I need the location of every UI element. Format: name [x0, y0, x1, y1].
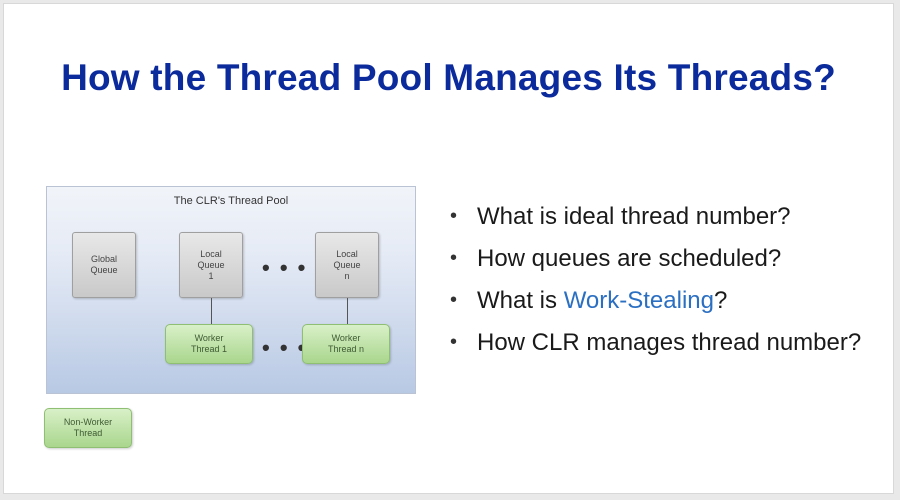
connector-line-n	[347, 298, 348, 324]
bullet-icon: •	[450, 247, 458, 269]
panel-title: The CLR's Thread Pool	[173, 195, 289, 207]
list-item: • What is Work-Stealing?	[444, 286, 884, 315]
local-queue-n-box: Local Queue n	[315, 232, 379, 298]
list-item: • How CLR manages thread number?	[444, 328, 884, 357]
list-item-text-suffix: ?	[713, 287, 728, 314]
worker-thread-n-box: Worker Thread n	[302, 324, 390, 364]
list-item: • How queues are scheduled?	[444, 244, 884, 273]
list-item-text: How queues are scheduled?	[477, 245, 782, 272]
thread-ellipsis: • • •	[262, 335, 308, 360]
question-list: • What is ideal thread number? • How que…	[444, 202, 884, 370]
list-item: • What is ideal thread number?	[444, 202, 884, 231]
work-stealing-link[interactable]: Work-Stealing	[563, 287, 714, 314]
non-worker-thread-box: Non-Worker Thread	[44, 408, 132, 448]
worker-thread-1-box: Worker Thread 1	[165, 324, 253, 364]
slide-title: How the Thread Pool Manages Its Threads?	[61, 57, 836, 98]
queue-ellipsis: • • •	[262, 255, 308, 280]
thread-pool-panel: The CLR's Thread Pool Global Queue Local…	[46, 186, 416, 394]
global-queue-box: Global Queue	[72, 232, 136, 298]
bullet-icon: •	[450, 289, 458, 311]
list-item-text: How CLR manages thread number?	[477, 329, 862, 356]
bullet-icon: •	[450, 331, 458, 353]
local-queue-1-box: Local Queue 1	[179, 232, 243, 298]
slide: How the Thread Pool Manages Its Threads?…	[3, 3, 894, 494]
connector-line-1	[211, 298, 212, 324]
list-item-text-prefix: What is	[477, 287, 564, 314]
list-item-text: What is ideal thread number?	[477, 203, 791, 230]
bullet-icon: •	[450, 205, 458, 227]
